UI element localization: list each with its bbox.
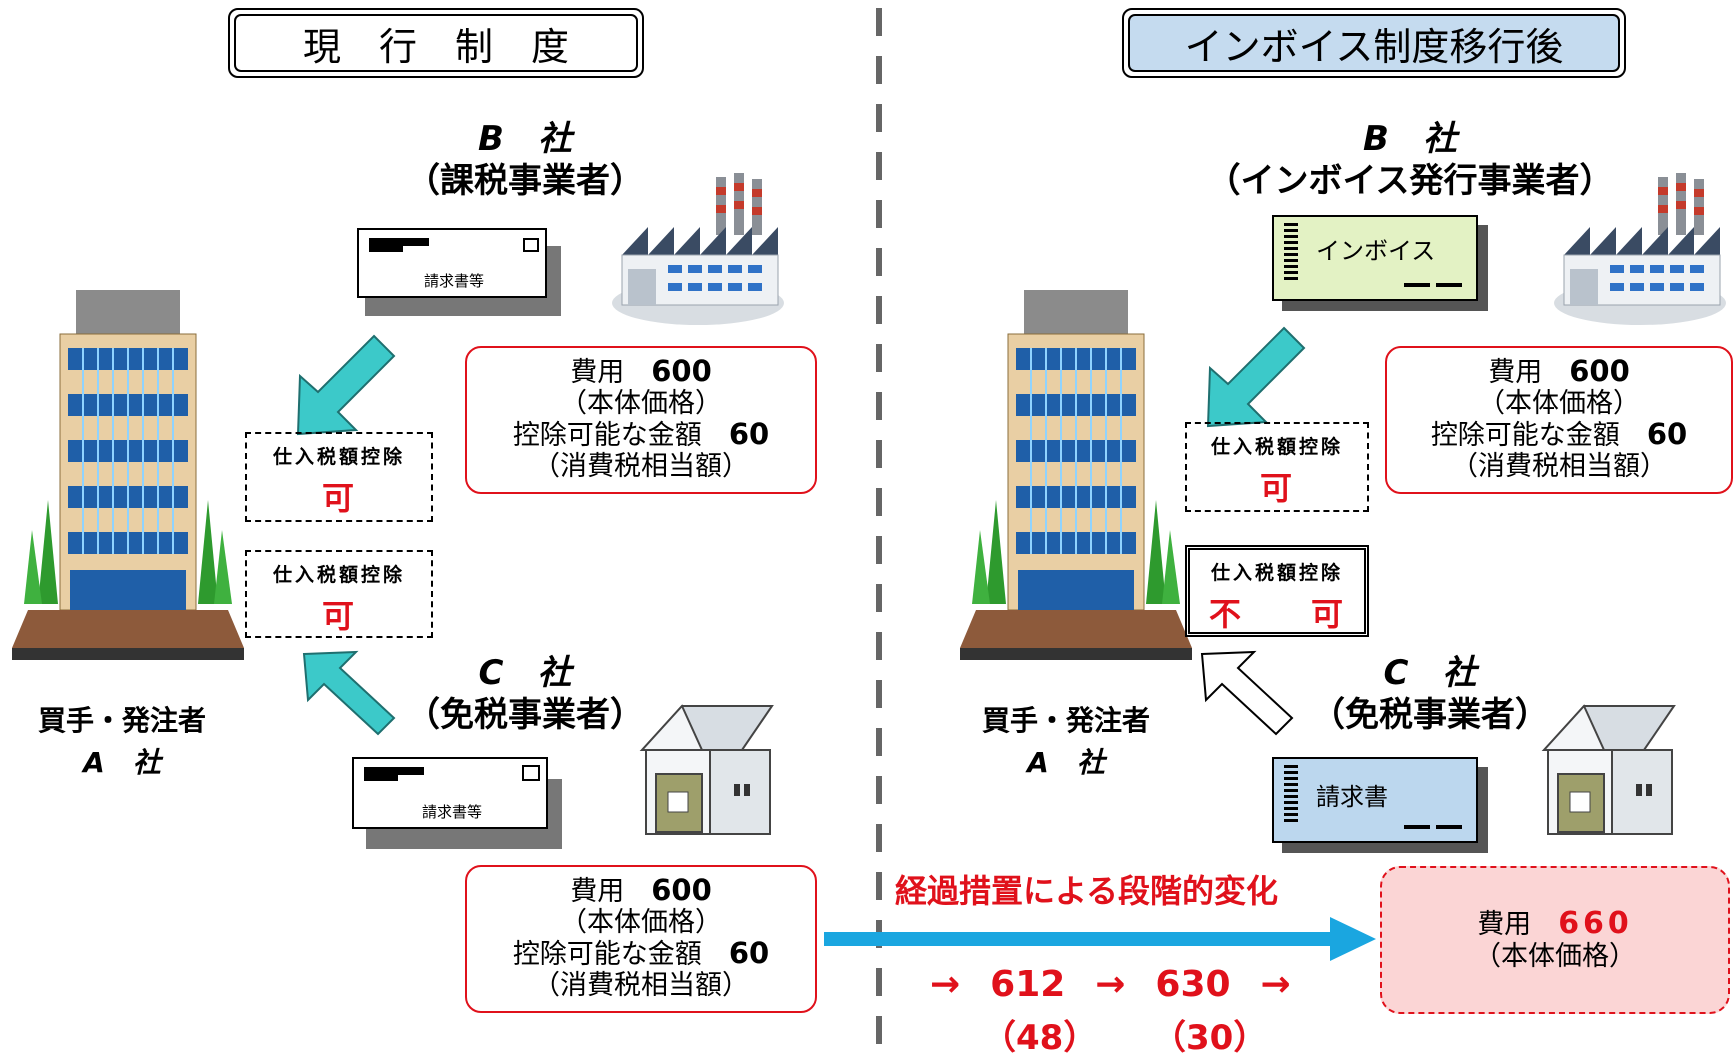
deduct-sub: （消費税相当額）	[533, 970, 749, 1001]
factory-icon	[1554, 173, 1726, 325]
step1-amount: 612	[990, 964, 1066, 1005]
cost-amount: 600	[651, 354, 712, 388]
deduct-sub: （消費税相当額）	[1451, 451, 1667, 482]
buyer-role: 買手・発注者	[981, 704, 1150, 737]
final-cost-amount: 660	[1558, 906, 1633, 941]
document-c: 請求書等	[352, 757, 562, 849]
final-cost-sub: （本体価格）	[1474, 941, 1636, 972]
company-c-name: C 社	[1383, 653, 1477, 693]
office-building-icon	[12, 290, 244, 660]
final-cost-label: 費用	[1477, 909, 1532, 940]
final-cost-box: 費用 660 （本体価格）	[1380, 866, 1730, 1014]
house-icon	[639, 704, 774, 835]
cost-label: 費用	[570, 357, 625, 388]
office-building-icon	[960, 290, 1192, 660]
step2-deduct: （30）	[1152, 1018, 1268, 1058]
right-company-c-label: C 社 （免税事業者）	[1300, 652, 1560, 736]
arrow-from-b	[296, 334, 396, 436]
cost-label: 費用	[1488, 357, 1543, 388]
company-c-type: （免税事業者）	[1311, 695, 1549, 735]
left-title-box: 現 行 制 度	[228, 8, 644, 78]
right-title: インボイス制度移行後	[1128, 14, 1620, 72]
bill-label: 請求書	[1316, 783, 1388, 811]
company-b-name: B 社	[1363, 119, 1457, 159]
deduction-box-c: 仕入税額控除 可	[245, 550, 433, 638]
deduction-value: 可	[1259, 469, 1294, 507]
deduction-label: 仕入税額控除	[1210, 436, 1343, 458]
cost-box-c: 費用 600 （本体価格） 控除可能な金額 60 （消費税相当額）	[465, 865, 817, 1013]
cost-box-b: 費用 600 （本体価格） 控除可能な金額 60 （消費税相当額）	[465, 346, 817, 494]
factory-icon	[612, 173, 784, 325]
left-company-b-label: B 社 （課税事業者）	[400, 118, 650, 202]
cost-amount: 600	[651, 873, 712, 907]
company-b-type: （課税事業者）	[406, 161, 644, 201]
cost-sub: （本体価格）	[1478, 388, 1640, 419]
buyer-role: 買手・発注者	[37, 704, 206, 737]
buyer-name: A 社	[1027, 746, 1105, 779]
arrow-from-b	[1206, 326, 1306, 428]
house-icon	[1541, 704, 1676, 835]
document-b-label: 請求書等	[423, 272, 484, 290]
cost-amount: 600	[1569, 354, 1630, 388]
arrow-from-c-blocked	[1200, 650, 1294, 736]
deduct-amount: 60	[728, 936, 770, 970]
right-title-box: インボイス制度移行後	[1122, 8, 1626, 78]
step1-deduct: （48）	[982, 1018, 1098, 1058]
left-company-c-label: C 社 （免税事業者）	[400, 652, 650, 736]
left-buyer-label: 買手・発注者 A 社	[22, 700, 222, 784]
left-title: 現 行 制 度	[234, 14, 638, 72]
bill-document: 請求書	[1272, 757, 1492, 857]
company-b-type: （インボイス発行事業者）	[1206, 161, 1614, 201]
invoice-document: インボイス	[1272, 215, 1492, 315]
deduction-label: 仕入税額控除	[1210, 562, 1343, 584]
deduction-value: 可	[321, 479, 356, 517]
center-divider	[876, 8, 882, 1055]
company-b-name: B 社	[478, 119, 572, 159]
deduction-label: 仕入税額控除	[272, 446, 405, 468]
step2-amount: 630	[1155, 964, 1231, 1005]
deduct-amount: 60	[1646, 417, 1688, 451]
arrow-glyph: →	[1095, 964, 1126, 1005]
company-c-type: （免税事業者）	[406, 695, 644, 735]
transition-steps: → 612 → 630 →	[930, 962, 1291, 1008]
deduct-label: 控除可能な金額	[512, 420, 702, 451]
document-c-label: 請求書等	[421, 803, 482, 821]
deduction-value: 不 可	[1208, 595, 1345, 633]
buyer-name: A 社	[83, 746, 161, 779]
arrow-glyph: →	[930, 964, 961, 1005]
deduction-value: 可	[321, 597, 356, 635]
deduct-label: 控除可能な金額	[512, 939, 702, 970]
invoice-label: インボイス	[1316, 237, 1436, 265]
document-b: 請求書等	[357, 228, 561, 316]
transition-label: 経過措置による段階的変化	[895, 872, 1279, 910]
deduct-amount: 60	[728, 417, 770, 451]
cost-label: 費用	[570, 876, 625, 907]
deduct-label: 控除可能な金額	[1430, 420, 1620, 451]
deduction-box-b: 仕入税額控除 可	[245, 432, 433, 522]
deduction-label: 仕入税額控除	[272, 564, 405, 586]
company-c-name: C 社	[478, 653, 572, 693]
cost-box-b: 費用 600 （本体価格） 控除可能な金額 60 （消費税相当額）	[1385, 346, 1733, 494]
deduction-box-c: 仕入税額控除 不 可	[1185, 545, 1369, 637]
cost-sub: （本体価格）	[560, 907, 722, 938]
cost-sub: （本体価格）	[560, 388, 722, 419]
right-buyer-label: 買手・発注者 A 社	[966, 700, 1166, 784]
deduction-box-b: 仕入税額控除 可	[1185, 422, 1369, 512]
deduct-sub: （消費税相当額）	[533, 451, 749, 482]
transition-arrow	[824, 917, 1376, 961]
arrow-from-c	[302, 650, 396, 736]
arrow-glyph: →	[1260, 964, 1291, 1005]
right-company-b-label: B 社 （インボイス発行事業者）	[1200, 118, 1620, 202]
